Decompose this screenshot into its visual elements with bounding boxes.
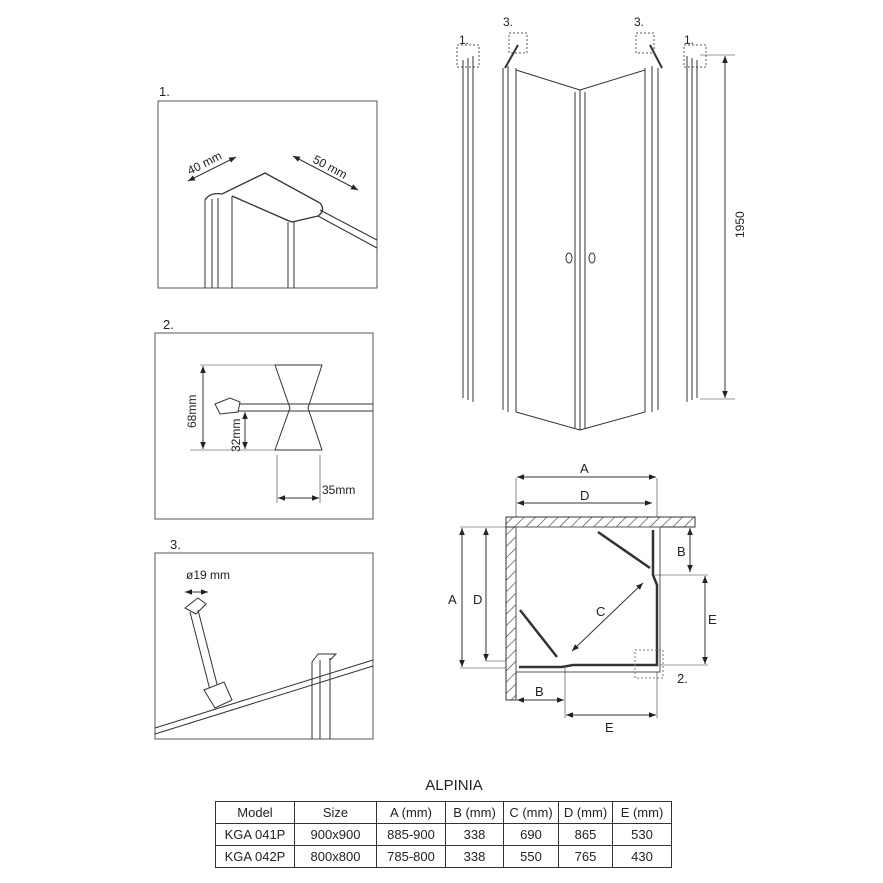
table-title: ALPINIA xyxy=(425,777,483,794)
callout-right-1: 1. xyxy=(684,33,694,47)
cell-c: 690 xyxy=(503,823,559,846)
cell-d: 865 xyxy=(558,823,613,846)
front-elevation: 1. 3. 3. 1. 1950 xyxy=(456,15,747,431)
cell-a: 785-800 xyxy=(376,845,446,868)
plan-dim-d-top: D xyxy=(580,488,589,503)
detail-2-height-dim: 68mm xyxy=(185,395,199,428)
header-size: Size xyxy=(294,801,377,824)
plan-dim-a-left: A xyxy=(448,592,457,607)
detail-2-bracket: 2. 68mm 32mm 35mm xyxy=(154,317,374,520)
cell-b: 338 xyxy=(445,845,504,868)
plan-dim-a-top: A xyxy=(580,461,589,476)
cell-e: 430 xyxy=(612,845,672,868)
cell-d: 765 xyxy=(558,845,613,868)
cell-a: 885-900 xyxy=(376,823,446,846)
cell-size: 800x800 xyxy=(294,845,377,868)
height-dimension: 1950 xyxy=(733,211,747,238)
detail-2-label: 2. xyxy=(163,317,174,332)
callout-left-1: 1. xyxy=(459,33,469,47)
detail-1-label: 1. xyxy=(159,84,170,99)
header-b: B (mm) xyxy=(445,801,504,824)
cell-e: 530 xyxy=(612,823,672,846)
header-d: D (mm) xyxy=(558,801,613,824)
detail-1-depth-dim: 50 mm xyxy=(311,152,350,182)
detail-2-lower-dim: 32mm xyxy=(229,419,243,452)
detail-3-diameter-dim: ø19 mm xyxy=(186,568,230,582)
header-a: A (mm) xyxy=(376,801,446,824)
detail-3-label: 3. xyxy=(170,537,181,552)
plan-dim-d-left: D xyxy=(473,592,482,607)
cell-b: 338 xyxy=(445,823,504,846)
plan-dim-e-right: E xyxy=(708,612,717,627)
cell-model: KGA 041P xyxy=(215,823,295,846)
table-row: KGA 041P 900x900 885-900 338 690 865 530 xyxy=(215,823,672,846)
detail-1-width-dim: 40 mm xyxy=(185,149,224,178)
table-header-row: Model Size A (mm) B (mm) C (mm) D (mm) E… xyxy=(215,801,672,824)
cell-c: 550 xyxy=(503,845,559,868)
detail-2-width-dim: 35mm xyxy=(322,483,355,497)
dimensions-table: Model Size A (mm) B (mm) C (mm) D (mm) E… xyxy=(215,801,672,868)
plan-view: 2. A D A D B E C B E xyxy=(448,461,717,735)
table-row: KGA 042P 800x800 785-800 338 550 765 430 xyxy=(215,845,672,868)
header-model: Model xyxy=(215,801,295,824)
plan-dim-e-bottom: E xyxy=(605,720,614,735)
callout-left-3: 3. xyxy=(503,15,513,29)
header-e: E (mm) xyxy=(612,801,672,824)
plan-dim-b-bottom: B xyxy=(535,684,544,699)
plan-dim-c: C xyxy=(596,604,605,619)
detail-1-top-profile: 1. 40 mm 50 mm xyxy=(157,84,378,289)
header-c: C (mm) xyxy=(503,801,559,824)
detail-3-stabilizer: 3. ø19 mm xyxy=(154,537,374,740)
cell-size: 900x900 xyxy=(294,823,377,846)
plan-dim-b-right: B xyxy=(677,544,686,559)
plan-callout-2: 2. xyxy=(677,671,688,686)
cell-model: KGA 042P xyxy=(215,845,295,868)
callout-right-3: 3. xyxy=(634,15,644,29)
